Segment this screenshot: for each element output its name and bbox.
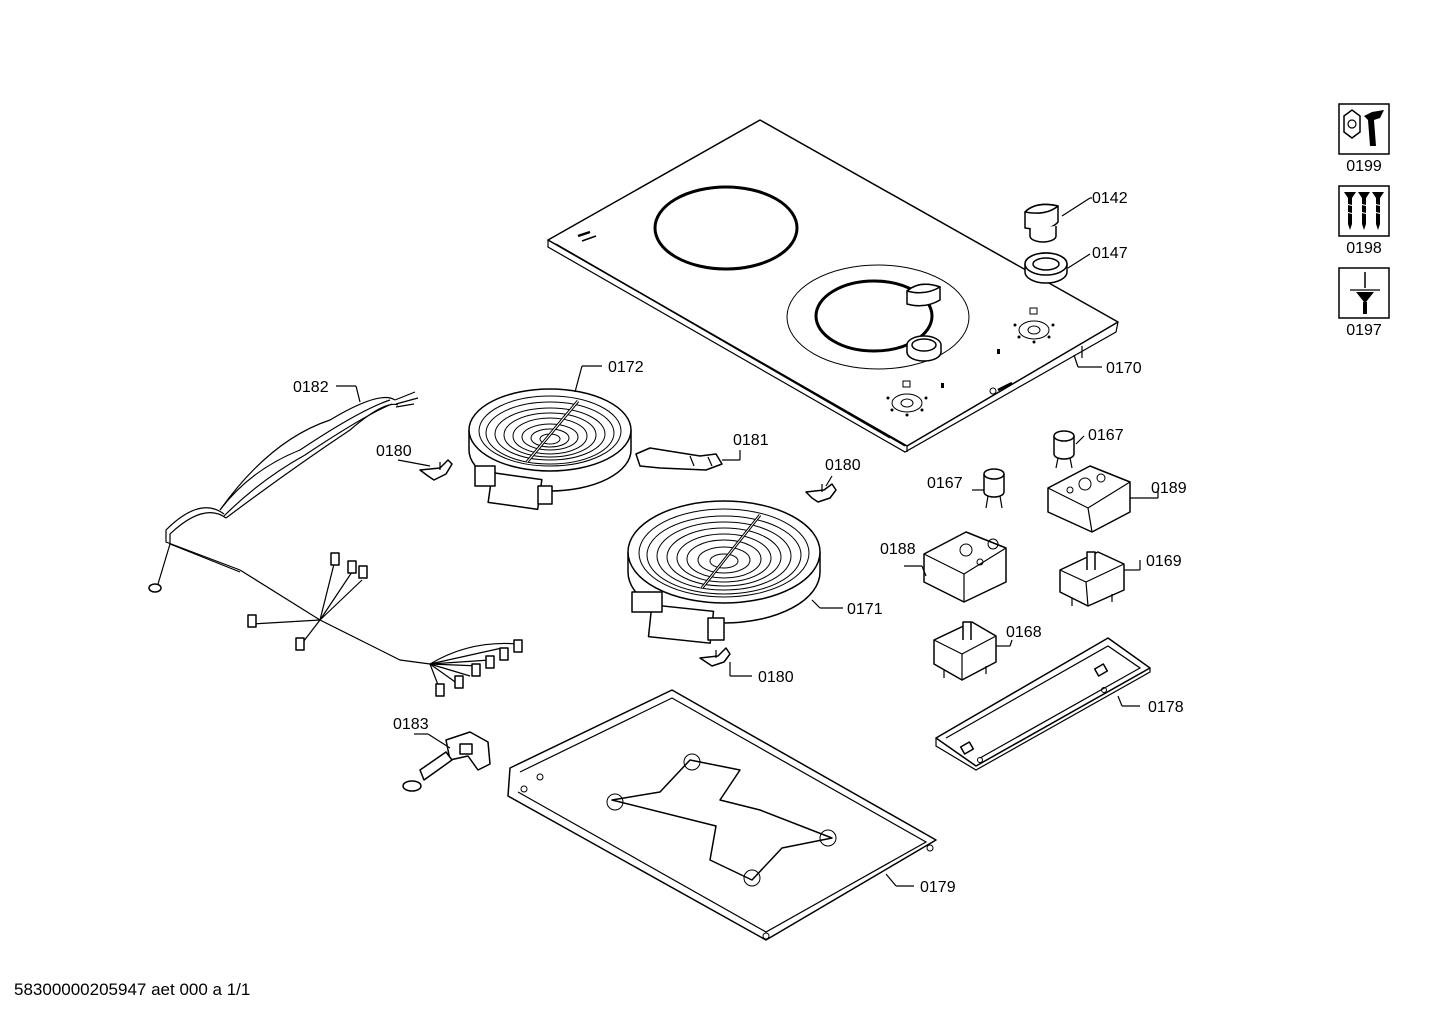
callout-0169: 0169 [1146, 553, 1182, 570]
callout-0180-bottom: 0180 [758, 669, 794, 686]
control-knob [1024, 197, 1092, 243]
callout-0180-middle: 0180 [825, 457, 861, 474]
wiring-harness [239, 552, 523, 697]
terminal-block [402, 731, 491, 792]
control-dial-markings-left [886, 380, 944, 417]
document-footer: 58300000205947 aet 000 a 1/1 [14, 980, 251, 999]
callout-0181: 0181 [733, 432, 769, 449]
indicator-lamp-a [1053, 430, 1075, 469]
callout-0167-lower: 0167 [927, 475, 963, 492]
callout-0178: 0178 [1148, 699, 1184, 716]
energy-regulator-block-0189 [1047, 465, 1131, 533]
callout-0188: 0188 [880, 541, 916, 558]
clip-c [699, 647, 731, 667]
radiant-heater-rear [468, 388, 632, 511]
mounting-rail [935, 637, 1151, 771]
glass-ceramic-cooktop [547, 119, 1119, 453]
service-code-0197: 0197 [1346, 322, 1382, 339]
energy-regulator-0169 [1059, 551, 1125, 607]
callout-0170: 0170 [1106, 360, 1142, 377]
callout-0180-top-left: 0180 [376, 443, 412, 460]
brand-logo-mark [989, 381, 1013, 395]
screwdriver-icon [1338, 267, 1390, 319]
callout-0172: 0172 [608, 359, 644, 376]
screws-icon [1338, 185, 1390, 237]
control-dial-markings-right [997, 307, 1055, 354]
temperature-limiter-probe [635, 447, 723, 471]
energy-regulator-0168 [933, 621, 997, 681]
product-label-mark [577, 230, 597, 242]
callout-0168: 0168 [1006, 624, 1042, 641]
callout-0183: 0183 [393, 716, 429, 733]
callout-0189: 0189 [1151, 480, 1187, 497]
service-code-0199: 0199 [1346, 158, 1382, 175]
clip-b [805, 483, 837, 503]
energy-regulator-block-0188 [923, 531, 1007, 603]
knob-ring [1024, 252, 1091, 284]
mains-cable [148, 391, 419, 593]
callout-0142: 0142 [1092, 190, 1128, 207]
clip-a [419, 459, 453, 481]
service-code-0198: 0198 [1346, 240, 1382, 257]
radiant-heater-front [627, 500, 821, 644]
callout-0182: 0182 [293, 379, 329, 396]
wrench-nut-icon [1338, 103, 1390, 155]
knob-on-cooktop [906, 283, 942, 362]
callout-0171: 0171 [847, 601, 883, 618]
callout-0179: 0179 [920, 879, 956, 896]
indicator-lamp-b [983, 468, 1005, 509]
callout-0167-upper: 0167 [1088, 427, 1124, 444]
bottom-cover-plate [507, 689, 937, 941]
callout-0147: 0147 [1092, 245, 1128, 262]
